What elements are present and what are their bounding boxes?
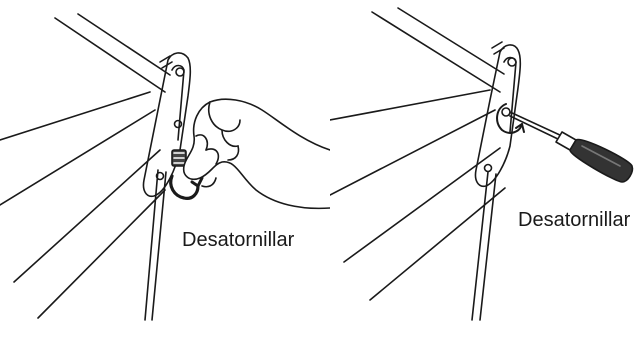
panel-hand-unscrew: Desatornillar [0, 0, 330, 347]
screwdriver-unscrew-illustration [330, 0, 638, 347]
panel-screwdriver-unscrew: Desatornillar [330, 0, 638, 347]
hand-unscrew-illustration [0, 0, 330, 347]
screwdriver [510, 112, 632, 182]
caption-hand-unscrew: Desatornillar [182, 229, 294, 252]
hand [184, 99, 330, 208]
frame-rails [0, 14, 170, 318]
bracket-plate [143, 53, 190, 196]
caption-screwdriver-unscrew: Desatornillar [518, 209, 630, 232]
frame-leg [472, 172, 496, 320]
